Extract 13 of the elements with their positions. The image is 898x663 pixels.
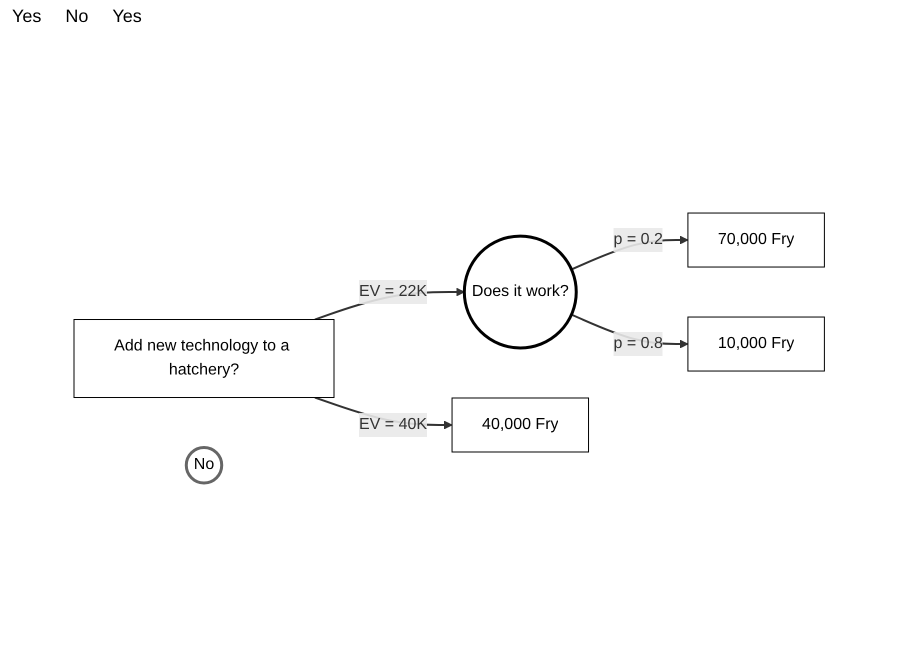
edge-label: p = 0.2 — [613, 231, 663, 248]
branch-label: Yes — [112, 6, 142, 27]
branch-label: No — [65, 6, 88, 27]
node-box: 40,000 Fry — [451, 398, 589, 452]
node-circle: No — [184, 446, 224, 484]
edge-label: EV = 22K — [358, 283, 427, 300]
branch-label: Yes — [12, 6, 42, 27]
node-box: Add new technology to a hatchery? — [73, 319, 334, 398]
edge-label: p = 0.8 — [613, 335, 663, 352]
node-box: 10,000 Fry — [687, 316, 825, 372]
node-circle: Does it work? — [462, 234, 578, 350]
edge-label: EV = 40K — [358, 416, 427, 433]
node-box: 70,000 Fry — [687, 212, 825, 268]
